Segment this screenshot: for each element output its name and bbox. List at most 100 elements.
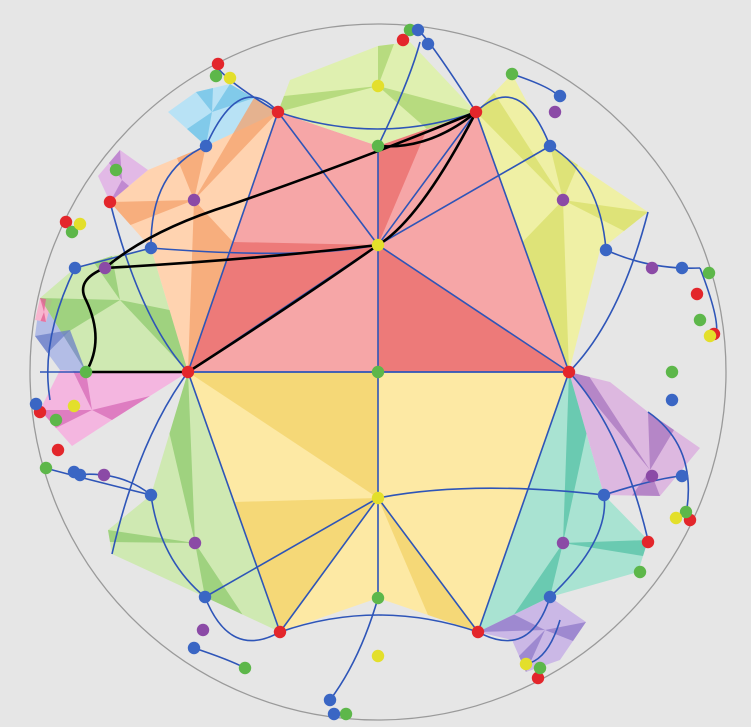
sector-top-left-purple xyxy=(110,180,129,202)
sector-right-lower xyxy=(563,540,648,556)
yellow-vertex xyxy=(371,238,385,252)
green-vertex xyxy=(65,225,79,239)
blue-vertex xyxy=(199,139,213,153)
sector-top-blue xyxy=(196,88,213,112)
tile-left-lower xyxy=(108,372,280,632)
blue-vertex xyxy=(543,590,557,604)
vertices-layer xyxy=(29,23,721,721)
blue-vertex xyxy=(67,465,81,479)
tile-edge xyxy=(150,494,206,598)
purple-vertex xyxy=(645,261,659,275)
blue-vertex xyxy=(543,139,557,153)
green-vertex xyxy=(109,163,123,177)
red-vertex xyxy=(211,57,225,71)
sector-center-bottom xyxy=(234,498,378,632)
green-vertex xyxy=(209,69,223,83)
tile-edge xyxy=(475,111,570,373)
red-vertex xyxy=(273,625,287,639)
green-vertex xyxy=(371,139,385,153)
red-vertex xyxy=(471,625,485,639)
sector-left-blue xyxy=(35,330,70,353)
red-vertex xyxy=(531,671,545,685)
sector-left-pink xyxy=(73,371,92,410)
yellow-vertex xyxy=(371,649,385,663)
sector-left-upper xyxy=(120,300,188,372)
red-vertex xyxy=(469,105,483,119)
red-vertex xyxy=(562,365,576,379)
tile-edge xyxy=(549,145,607,251)
sector-upper-left-orange xyxy=(188,200,233,372)
sector-right-lower xyxy=(563,372,587,543)
green-vertex xyxy=(693,313,707,327)
red-vertex xyxy=(51,443,65,457)
tile-right-lower xyxy=(478,372,648,632)
green-vertex xyxy=(679,505,693,519)
tiles-layer xyxy=(35,42,700,672)
sector-top-green xyxy=(378,86,476,129)
blue-vertex xyxy=(144,241,158,255)
sector-top-blue xyxy=(212,84,254,112)
sector-right-upper xyxy=(522,200,569,372)
sector-left-lower xyxy=(169,372,195,543)
tile-edge xyxy=(477,596,551,642)
blue-vertex xyxy=(323,693,337,707)
green-vertex xyxy=(49,413,63,427)
sector-bottom-purple xyxy=(545,622,586,641)
tile-edge xyxy=(111,371,189,555)
tile-edge xyxy=(475,96,551,147)
green-vertex xyxy=(505,67,519,81)
sector-right-lower xyxy=(514,543,563,615)
sector-center-top xyxy=(378,129,427,245)
sector-top-blue xyxy=(187,112,212,146)
sector-left-lower xyxy=(108,530,195,543)
tile-edge xyxy=(377,145,551,246)
tile-edge xyxy=(187,111,279,373)
blue-vertex xyxy=(411,23,425,37)
tile-edge xyxy=(329,597,379,701)
blue-vertex xyxy=(68,261,82,275)
tile-edge xyxy=(277,111,477,130)
red-vertex xyxy=(103,195,117,209)
yellow-vertex xyxy=(371,491,385,505)
tile-edge xyxy=(205,96,279,147)
yellow-vertex xyxy=(73,217,87,231)
blue-vertex xyxy=(144,488,158,502)
blue-vertex xyxy=(327,707,341,721)
green-vertex xyxy=(371,365,385,379)
sector-far-left-pink xyxy=(40,312,46,322)
green-vertex xyxy=(533,661,547,675)
tile-edge xyxy=(377,487,605,499)
blue-vertex xyxy=(597,488,611,502)
purple-vertex xyxy=(645,469,659,483)
red-vertex xyxy=(641,535,655,549)
red-vertex xyxy=(271,105,285,119)
tile-edge xyxy=(279,614,479,633)
purple-vertex xyxy=(556,536,570,550)
sector-right-upper xyxy=(563,200,648,231)
green-vertex xyxy=(79,365,93,379)
tile-edge xyxy=(204,497,379,598)
sector-bottom-purple xyxy=(478,614,545,632)
tile-edge xyxy=(204,596,281,642)
blue-vertex xyxy=(421,37,435,51)
tile-edge xyxy=(549,494,606,598)
tile-edge xyxy=(568,211,649,373)
sector-right-upper xyxy=(550,146,578,200)
purple-vertex xyxy=(98,261,112,275)
green-vertex xyxy=(238,661,252,675)
green-vertex xyxy=(39,461,53,475)
purple-vertex xyxy=(188,536,202,550)
sector-top-green xyxy=(378,44,394,86)
tile-edge xyxy=(377,41,421,147)
green-vertex xyxy=(665,365,679,379)
poincare-boundary-circle xyxy=(29,23,727,721)
tile-left-upper xyxy=(40,248,188,372)
sector-center-bottom xyxy=(188,372,379,498)
tile-edge xyxy=(477,371,570,633)
green-vertex xyxy=(339,707,353,721)
tile-edge xyxy=(603,475,681,496)
red-vertex xyxy=(396,33,410,47)
tile-bottom-purple xyxy=(478,597,586,672)
red-vertex xyxy=(690,287,704,301)
tile-edge xyxy=(568,371,649,541)
